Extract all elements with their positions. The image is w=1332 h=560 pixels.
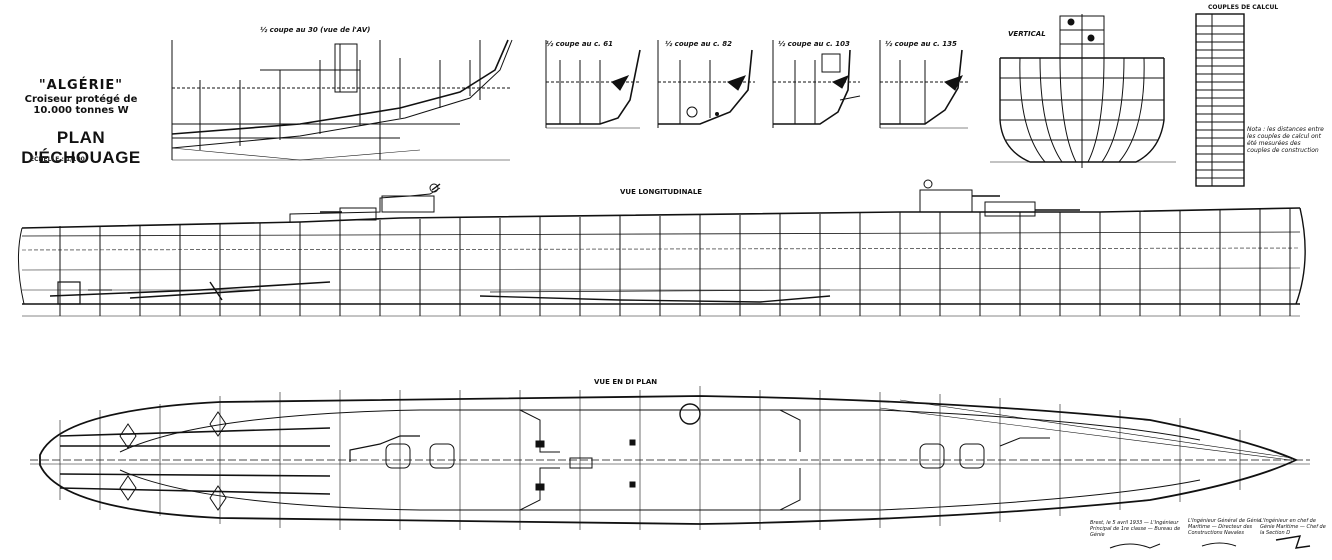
plan-title: PLAN D'ÉCHOUAGE [21,128,141,167]
ship-subtitle: Croiseur protégé de 10.000 tonnes W [24,94,138,116]
section-82-title: ½ coupe au c. 82 [665,40,732,48]
scale-label: ÉCHELLE : 1/100 [30,156,85,163]
section-103-title: ½ coupe au c. 103 [778,40,850,48]
frames-table [1195,13,1245,187]
section-61-title: ½ coupe au c. 61 [546,40,613,48]
plan-view-drawing [30,386,1310,530]
section-103-drawing [772,40,861,128]
signature-marks [1109,535,1311,549]
signature-middle: L'Ingénieur Général de Génie Maritime — … [1188,518,1262,536]
notes-text: Nota : les distances entre les couples d… [1247,126,1324,154]
section-61-drawing [545,40,641,129]
section-82-drawing [657,40,755,128]
body-plan-drawing [990,14,1176,168]
longitudinal-view-drawing [17,179,1306,317]
longitudinal-view-title: VUE LONGITUDINALE [620,188,703,196]
frames-table-title: COUPLES DE CALCUL [1208,4,1279,11]
title-block: "ALGÉRIE" Croiseur protégé de 10.000 ton… [6,78,156,168]
vertical-title: VERTICAL [1008,30,1046,38]
ship-name: "ALGÉRIE" [38,78,124,93]
section-30-drawing [171,39,513,161]
section-135-drawing [879,40,968,129]
section-135-title: ½ coupe au c. 135 [885,40,957,48]
section-30-title: ½ coupe au 30 (vue de l'AV) [260,26,371,34]
signature-right: L'Ingénieur en chef de Génie Maritime — … [1260,518,1326,536]
plan-view-title: VUE EN DI PLAN [594,378,658,386]
signature-left: Brest, le 5 avril 1933 — L'Ingénieur Pri… [1090,520,1181,538]
